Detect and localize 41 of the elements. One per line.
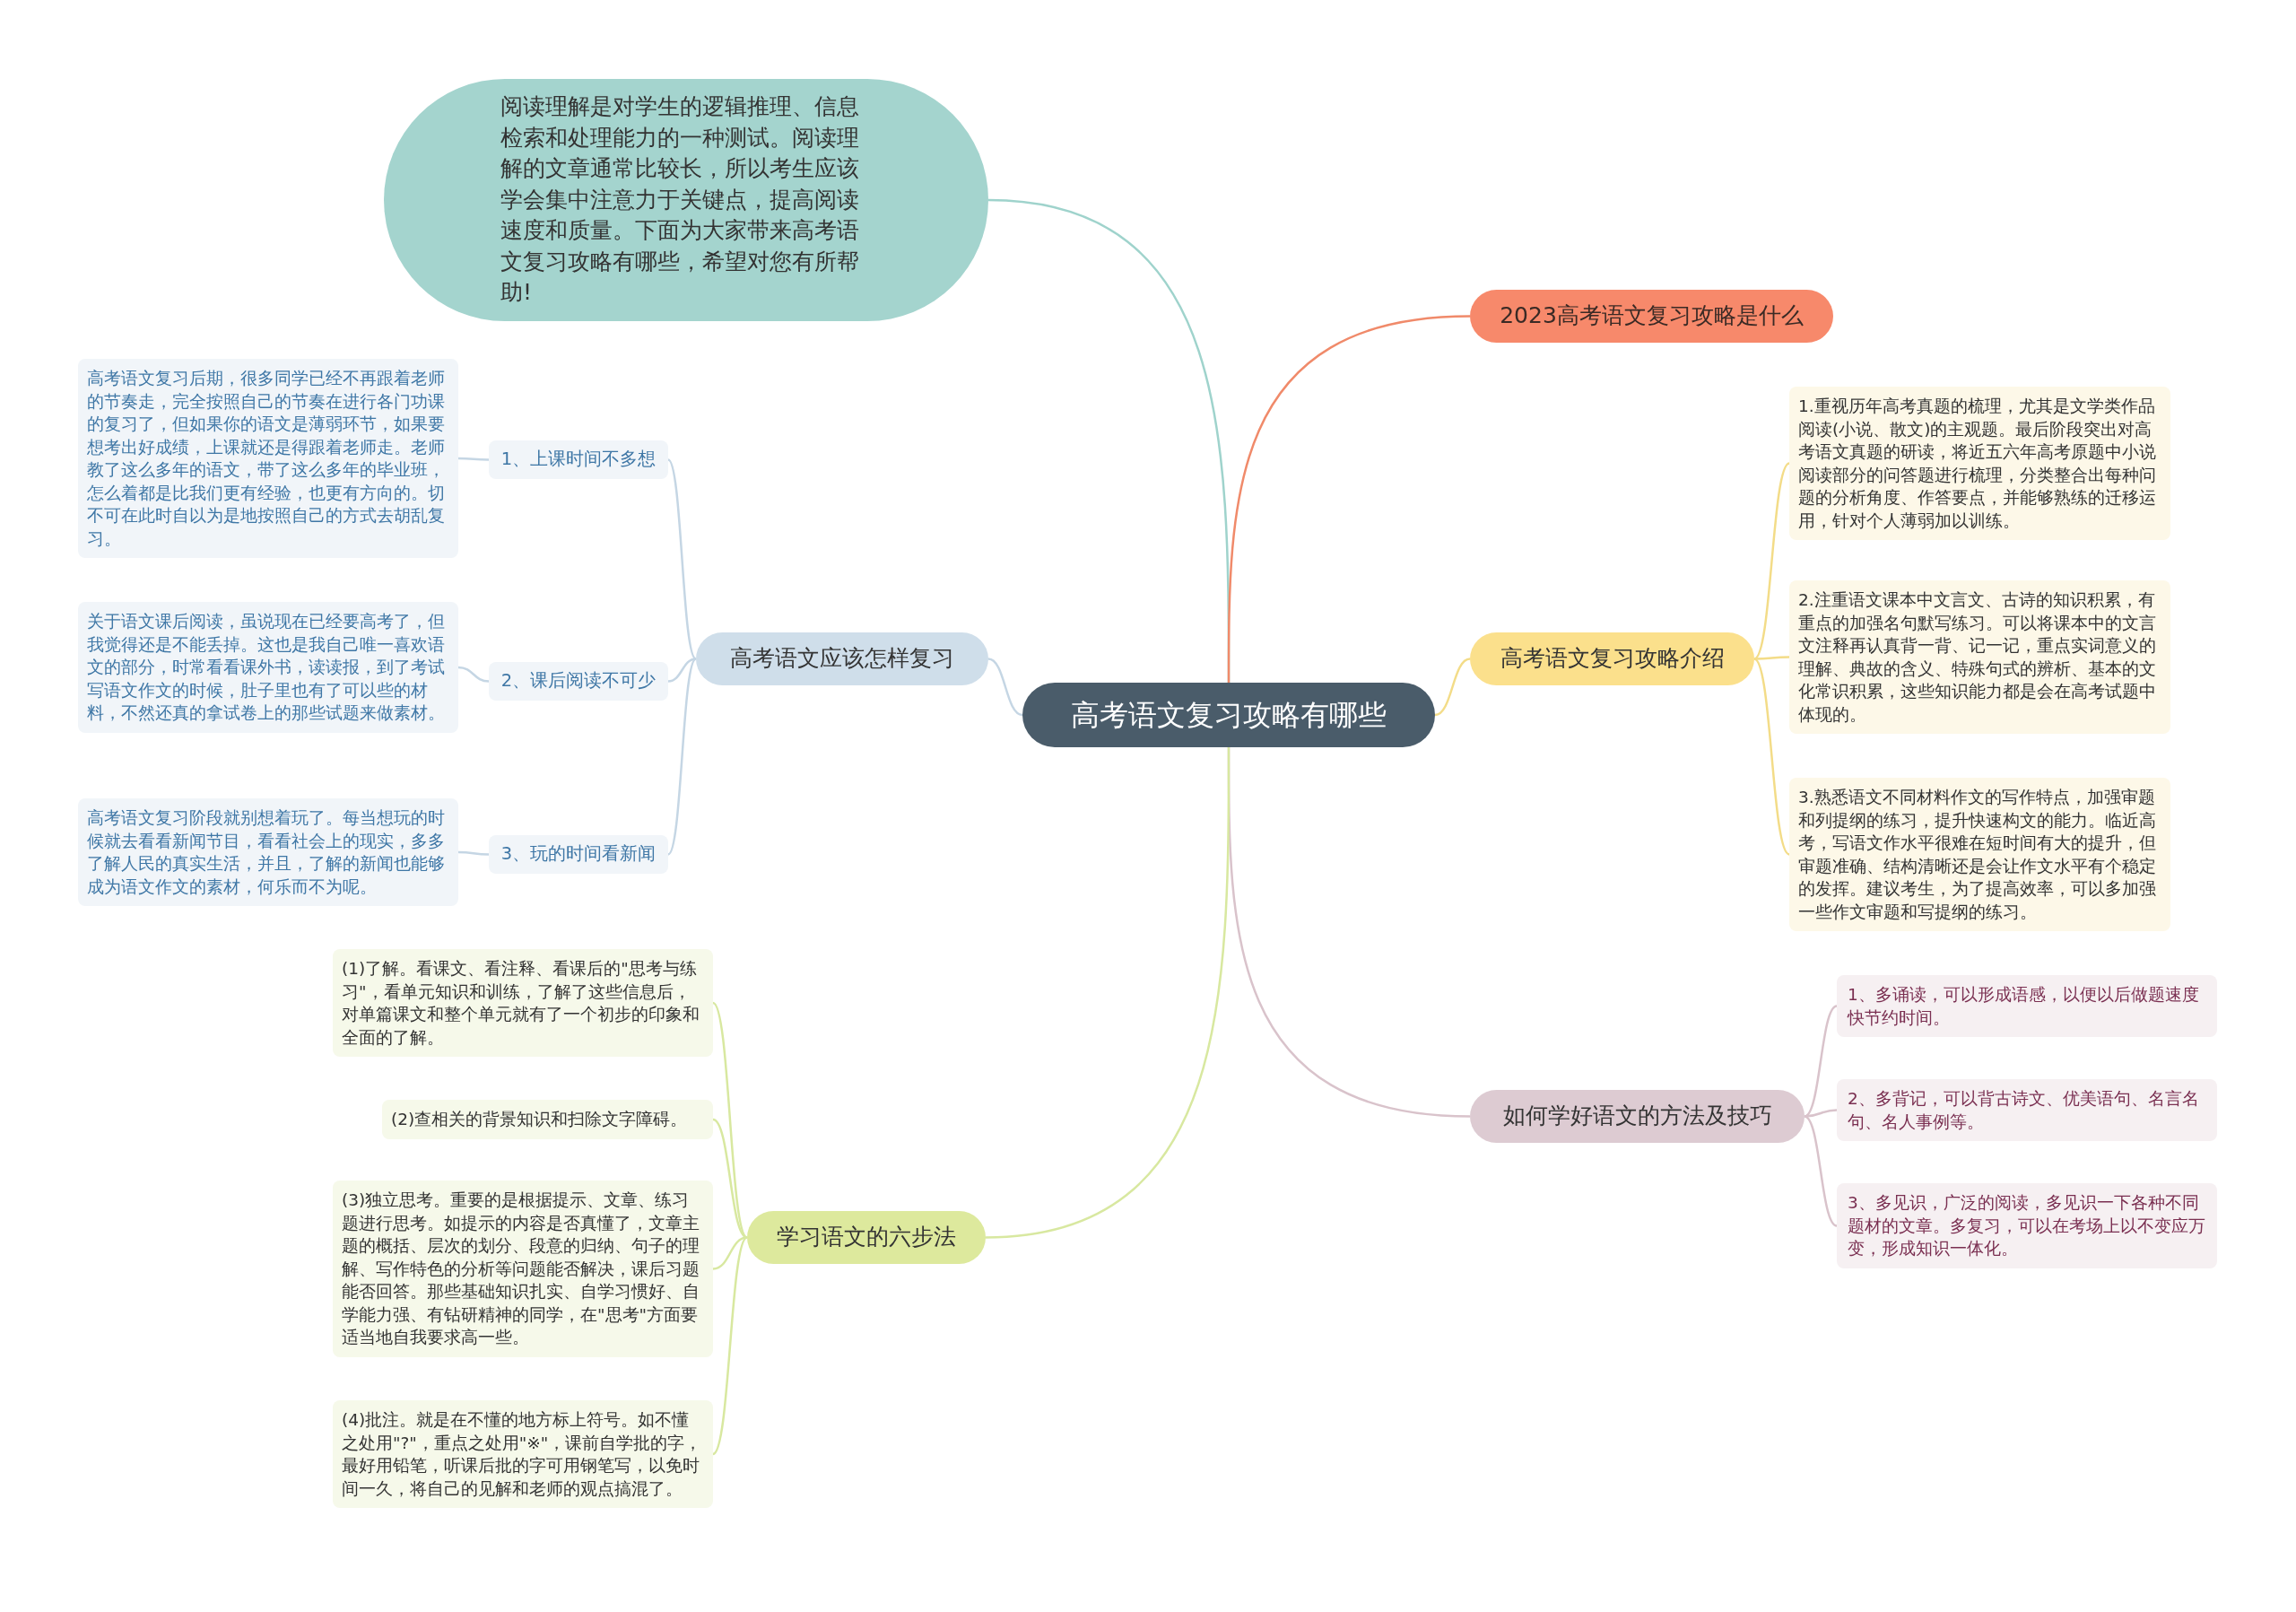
text-card: 1、多诵读，可以形成语感，以便以后做题速度快节约时间。 xyxy=(1837,975,2217,1038)
branch-topic: 高考语文应该怎样复习 xyxy=(696,632,988,685)
text-card: 高考语文复习后期，很多同学已经不再跟着老师的节奏走，完全按照自己的节奏在进行各门功课的复习了，但如果你的语文是薄弱环节，如果要想考出好成绩，上课就还是得跟着老师走。老师教了这么多年的语文，带了这么多年的毕业班，怎么着都是比我们更有经验，也更有方向的。切不可在此时自以为是地按照自己的方式去胡乱复习。 xyxy=(78,359,458,559)
connector-line xyxy=(987,658,1023,717)
subtopic: 1、上课时间不多想 xyxy=(489,440,668,479)
central-topic: 高考语文复习攻略有哪些 xyxy=(1022,683,1435,748)
connector-line xyxy=(1434,658,1471,717)
text-card: 3、多见识，广泛的阅读，多见识一下各种不同题材的文章。多复习，可以在考场上以不变应万变，形成知识一体化。 xyxy=(1837,1183,2217,1268)
subtopic: 3、玩的时间看新闻 xyxy=(489,835,668,874)
connector-line xyxy=(458,457,489,461)
text-card: 2、多背记，可以背古诗文、优美语句、名言名句、名人事例等。 xyxy=(1837,1079,2217,1142)
connector-line xyxy=(712,1002,748,1239)
connector-line xyxy=(1804,1005,1838,1118)
connector-line xyxy=(667,658,697,856)
text-card: 1.重视历年高考真题的梳理，尤其是文学类作品阅读(小说、散文)的主观题。最后阶段突出对高考语文真题的研读，将近五六年高考原题中小说阅读部分的问答题进行梳理，分类整合出每种问题的分析角度、作答要点，并能够熟练的迁移运用，针对个人薄弱加以训练。 xyxy=(1789,387,2170,541)
connector-line xyxy=(667,658,697,683)
connector-line xyxy=(712,1236,748,1455)
connector-line xyxy=(985,747,1231,1239)
connector-line xyxy=(712,1118,748,1239)
connector-line xyxy=(1804,1115,1838,1227)
connector-line xyxy=(457,666,490,683)
text-card: 高考语文复习阶段就别想着玩了。每当想玩的时候就去看看新闻节目，看看社会上的现实，多多了解人民的真实生活，并且，了解的新闻也能够成为语文作文的素材，何乐而不为呢。 xyxy=(78,798,458,907)
text-card: (2)查相关的背景知识和扫除文字障碍。 xyxy=(382,1100,713,1139)
branch-topic: 学习语文的六步法 xyxy=(747,1211,986,1264)
branch-topic: 如何学好语文的方法及技巧 xyxy=(1470,1090,1805,1143)
text-card: (1)了解。看课文、看注释、看课后的"思考与练习"，看单元知识和训练，了解了这些信息后，对单篇课文和整个单元就有了一个初步的印象和全面的了解。 xyxy=(333,949,713,1058)
text-card: 2.注重语文课本中文言文、古诗的知识积累，有重点的加强名句默写练习。可以将课本中的文言文注释再认真背一背、记一记，重点实词意义的理解、典故的含义、特殊句式的辨析、基本的文化常识积累，这些知识能力都是会在高考试题中体现的。 xyxy=(1789,580,2170,735)
text-card: 关于语文课后阅读，虽说现在已经要高考了，但我觉得还是不能丢掉。这也是我自己唯一喜欢语文的部分，时常看看课外书，读读报，到了考试写语文作文的时候，肚子里也有了可以些的材料，不然还真的拿试卷上的那些试题来做素材。 xyxy=(78,602,458,733)
intro-bubble: 阅读理解是对学生的逻辑推理、信息检索和处理能力的一种测试。阅读理解的文章通常比较长，所以考生应该学会集中注意力于关键点，提高阅读速度和质量。下面为大家带来高考语文复习攻略有哪些，希望对您有所帮助! xyxy=(384,79,988,321)
connector-line xyxy=(458,850,489,856)
subtopic: 2、课后阅读不可少 xyxy=(489,662,668,701)
connector-line xyxy=(1227,315,1471,683)
connector-line xyxy=(1754,656,1789,660)
connector-line xyxy=(667,458,697,660)
connector-line xyxy=(1753,658,1790,856)
connector-line xyxy=(1753,462,1790,660)
branch-topic: 高考语文复习攻略介绍 xyxy=(1470,632,1754,685)
branch-topic: 2023高考语文复习攻略是什么 xyxy=(1470,290,1833,343)
text-card: (4)批注。就是在不懂的地方标上符号。如不懂之处用"?"，重点之处用"※"，课前自学批的字，最好用铅笔，听课后批的字可用钢笔写，以免时间一久，将自己的见解和老师的观点搞混了。 xyxy=(333,1400,713,1509)
text-card: (3)独立思考。重要的是根据提示、文章、练习题进行思考。如提示的内容是否真懂了，文章主题的概括、层次的划分、段意的归纳、句子的理解、写作特色的分析等问题能否解决，课后习题能否回答。那些基础知识扎实、自学习惯好、自学能力强、有钻研精神的同学，在"思考"方面要适当地自我要求高一些。 xyxy=(333,1181,713,1357)
text-card: 3.熟悉语文不同材料作文的写作特点，加强审题和列提纲的练习，提升快速构文的能力。临近高考，写语文作水平很难在短时间有大的提升，但审题准确、结构清晰还是会让作文水平有个稳定的发挥。建议考生，为了提高效率，可以多加强一些作文审题和写提纲的练习。 xyxy=(1789,778,2170,932)
